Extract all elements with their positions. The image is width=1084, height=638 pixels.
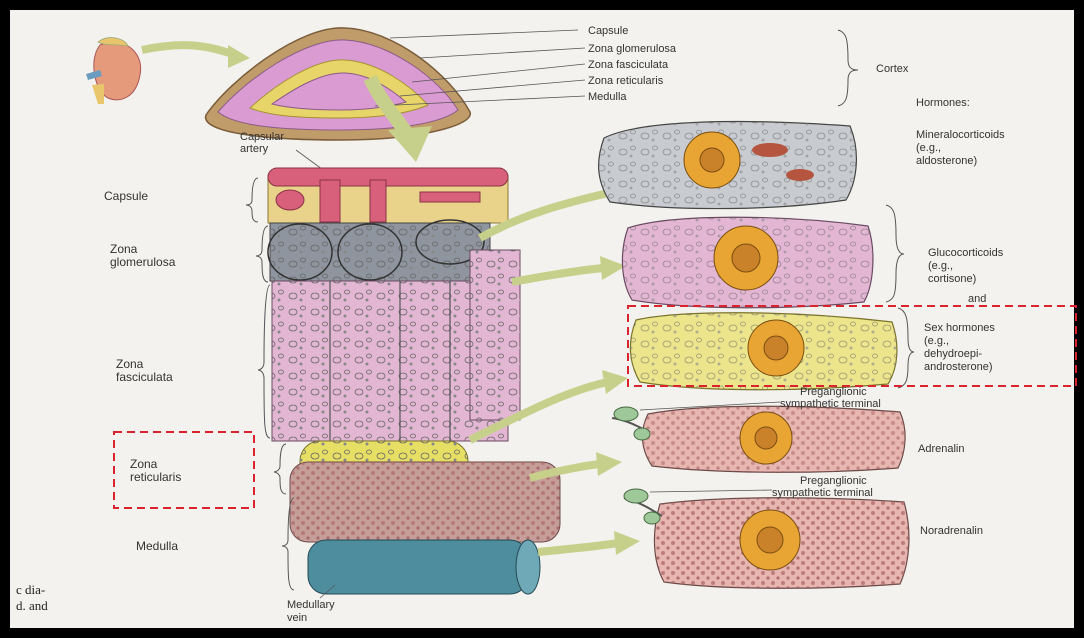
page-caption-fragment: c dia- d. and	[16, 582, 48, 613]
cell-noradrenalin	[624, 489, 909, 588]
label-noradrenalin: Noradrenalin	[920, 525, 983, 537]
cortex-label: Cortex	[876, 63, 909, 75]
label-and: and	[968, 293, 986, 305]
top-label-medulla: Medulla	[588, 91, 627, 103]
top-label-capsule: Capsule	[588, 25, 628, 37]
cell-glucocorticoid	[622, 217, 873, 308]
hormones-heading: Hormones:	[916, 97, 970, 109]
left-label-medulla: Medulla	[136, 539, 178, 553]
capsular-artery	[268, 168, 508, 186]
left-label-capsule: Capsule	[104, 189, 148, 203]
top-label-zona-fasciculata: Zona fasciculata	[588, 59, 669, 71]
label-adrenalin: Adrenalin	[918, 443, 964, 455]
top-label-zona-glomerulosa: Zona glomerulosa	[588, 43, 677, 55]
top-label-zona-reticularis: Zona reticularis	[588, 75, 664, 87]
medullary-vein	[308, 540, 528, 594]
cell-sex-hormones	[630, 313, 897, 390]
cell-adrenalin	[612, 406, 905, 472]
cell-mineralocorticoid	[599, 122, 857, 209]
